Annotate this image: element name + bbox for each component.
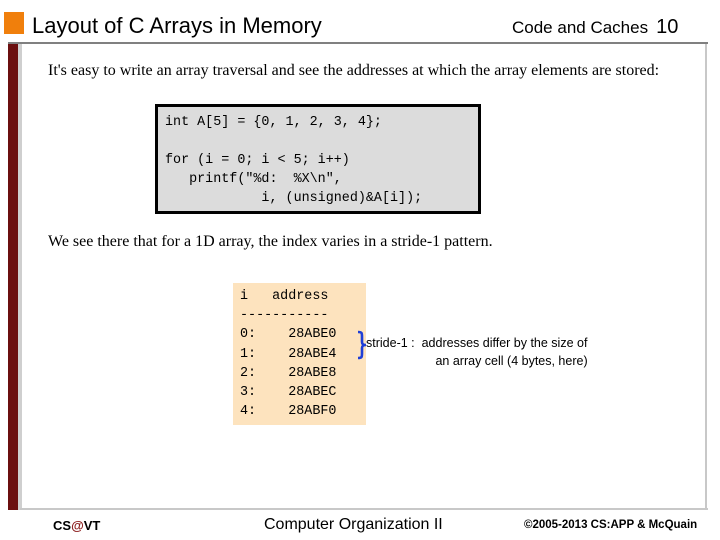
address-table-text: i address ----------- 0: 28ABE0 1: 28ABE… bbox=[233, 283, 366, 421]
table-header: i address bbox=[240, 289, 329, 304]
stride-text-line2: an array cell (4 bytes, here) bbox=[435, 354, 588, 368]
table-separator: ----------- bbox=[240, 308, 329, 324]
footer-copyright: ©2005-2013 CS:APP & McQuain bbox=[524, 519, 698, 531]
right-frame-edge bbox=[705, 44, 707, 510]
row-address: 28ABEC bbox=[288, 385, 337, 401]
footer-org: CS@VT bbox=[53, 518, 100, 533]
brace-icon bbox=[357, 330, 367, 360]
section-header: Code and Caches 10 bbox=[512, 16, 678, 39]
bottom-frame-edge bbox=[20, 508, 708, 510]
table-row: 3: 28ABEC bbox=[240, 385, 336, 400]
page-number: 10 bbox=[656, 16, 679, 38]
intro-text: It's easy to write an array traversal an… bbox=[48, 62, 660, 79]
section-name: Code and Caches bbox=[512, 18, 649, 37]
row-index: 4: bbox=[240, 404, 257, 420]
table-row: 1: 28ABE4 bbox=[240, 347, 336, 362]
table-row: 4: 28ABF0 bbox=[240, 404, 336, 419]
slide-title: Layout of C Arrays in Memory bbox=[32, 13, 322, 38]
row-index: 0: bbox=[240, 327, 257, 343]
left-accent-shadow bbox=[18, 44, 22, 510]
row-address: 28ABE0 bbox=[288, 327, 337, 343]
observation-text: We see there that for a 1D array, the in… bbox=[48, 233, 493, 250]
footer-course: Computer Organization II bbox=[264, 516, 443, 533]
stride-note: stride-1 : addresses differ by the size … bbox=[366, 334, 588, 370]
row-address: 28ABE4 bbox=[288, 346, 337, 362]
row-index: 1: bbox=[240, 346, 257, 362]
table-row: 2: 28ABE8 bbox=[240, 366, 336, 381]
row-address: 28ABF0 bbox=[288, 404, 337, 420]
code-block: int A[5] = {0, 1, 2, 3, 4}; for (i = 0; … bbox=[155, 104, 481, 214]
stride-label: stride-1 : bbox=[366, 336, 415, 350]
address-table: i address ----------- 0: 28ABE0 1: 28ABE… bbox=[233, 283, 366, 425]
row-index: 2: bbox=[240, 365, 257, 381]
row-index: 3: bbox=[240, 385, 257, 401]
footer-org-at: @ bbox=[71, 518, 84, 533]
code-listing: int A[5] = {0, 1, 2, 3, 4}; for (i = 0; … bbox=[165, 115, 423, 206]
stride-text-line1: addresses differ by the size of bbox=[421, 336, 588, 350]
orange-logo-square bbox=[4, 12, 24, 34]
footer-org-prefix: CS bbox=[53, 518, 72, 533]
row-address: 28ABE8 bbox=[288, 365, 337, 381]
footer-org-suffix: VT bbox=[83, 518, 101, 533]
table-row: 0: 28ABE0 bbox=[240, 327, 336, 342]
header-divider bbox=[8, 42, 708, 44]
left-accent-bar bbox=[8, 44, 18, 510]
